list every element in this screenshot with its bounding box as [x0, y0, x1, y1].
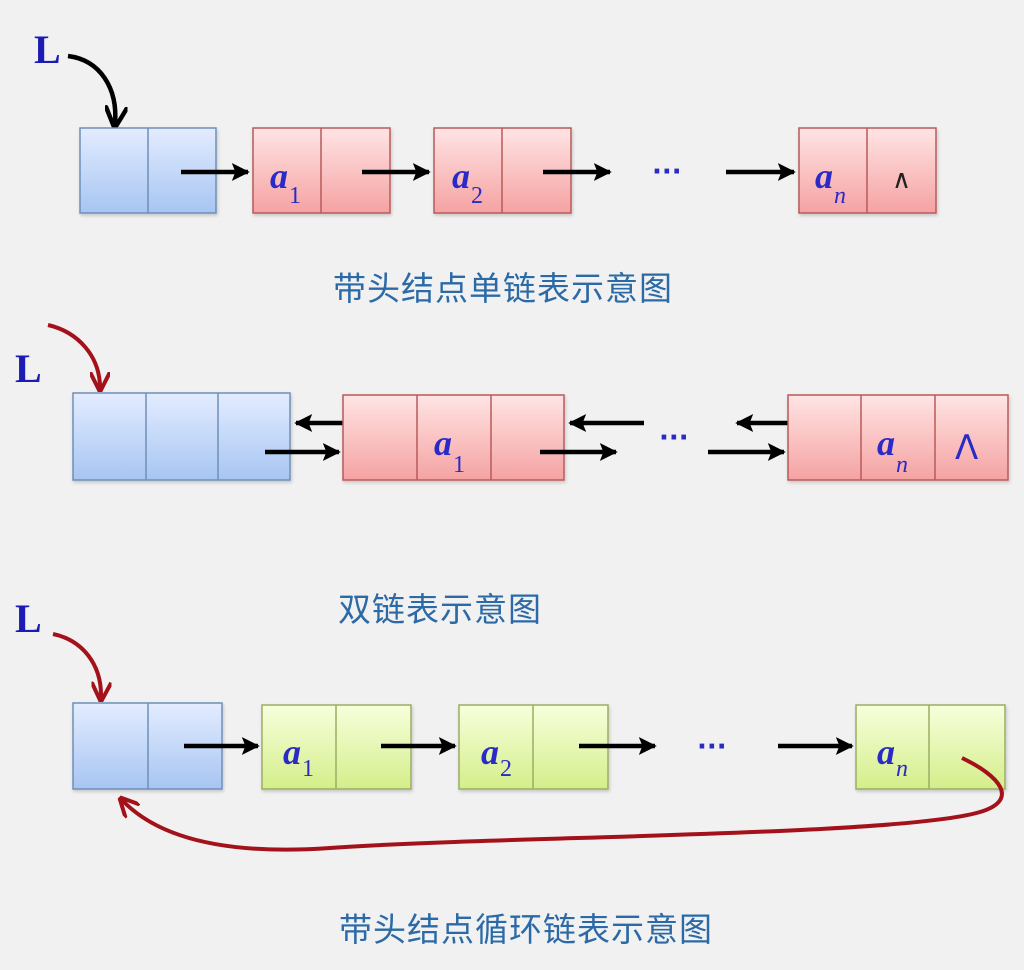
head-pointer-label: L [34, 27, 61, 72]
head-pointer-label: L [15, 596, 42, 641]
single-list-caption: 带头结点单链表示意图 [333, 269, 673, 308]
circular-list-diagram: L a 1 a 2 ··· a n [15, 596, 1006, 852]
node-data-subscript: n [896, 756, 908, 782]
double-list-caption: 双链表示意图 [338, 590, 542, 629]
head-pointer-label: L [15, 346, 42, 391]
circular-list-caption: 带头结点循环链表示意图 [339, 910, 713, 949]
null-pointer-symbol: ∧ [892, 165, 911, 195]
double-list-diagram: L a 1 ··· a n [15, 323, 1009, 481]
node-data-label: a [270, 156, 288, 196]
node-data-subscript: 1 [302, 756, 314, 782]
node-an [798, 127, 937, 214]
single-list-diagram: L a 1 a 2 ··· a n ∧ [34, 27, 937, 214]
node-data-label: a [815, 156, 833, 196]
node-data-label: a [434, 423, 452, 463]
ellipsis: ··· [652, 157, 682, 187]
node-data-subscript: n [896, 452, 908, 478]
circular-return-arrow [122, 756, 1004, 852]
node-data-label: a [283, 732, 301, 772]
node-data-subscript: 1 [453, 452, 465, 478]
head-pointer-arrow [52, 632, 101, 698]
node-data-label: a [877, 423, 895, 463]
head-node [72, 392, 291, 481]
node-an [855, 704, 1006, 790]
head-pointer-arrow [47, 323, 100, 388]
node-data-subscript: 1 [289, 183, 301, 209]
null-pointer-symbol: Λ [955, 428, 978, 468]
node-a1 [342, 394, 565, 481]
head-pointer-arrow [67, 53, 115, 124]
node-data-subscript: n [834, 183, 846, 209]
node-data-subscript: 2 [471, 183, 483, 209]
node-an [787, 394, 1009, 481]
node-data-label: a [452, 156, 470, 196]
node-data-label: a [481, 732, 499, 772]
ellipsis: ··· [697, 732, 727, 762]
node-data-label: a [877, 732, 895, 772]
node-data-subscript: 2 [500, 756, 512, 782]
ellipsis: ··· [659, 423, 689, 453]
